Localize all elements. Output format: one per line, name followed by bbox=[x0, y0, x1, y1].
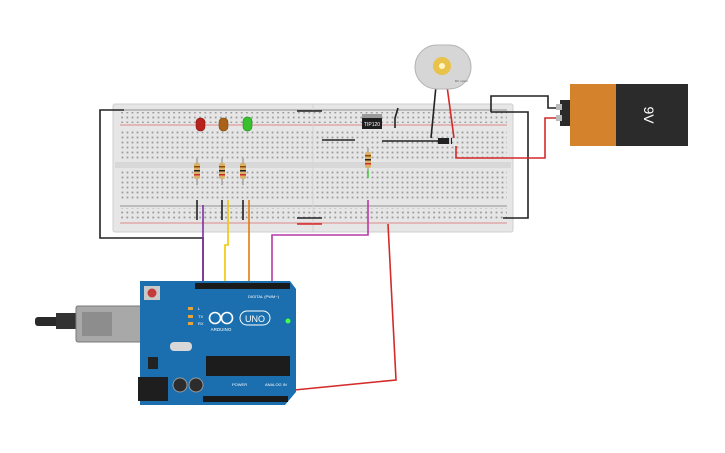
battery-label: 9V bbox=[641, 106, 657, 124]
arduino-uno: UNO ARDUINO DIGITAL (PWM~) L TX RX POWER… bbox=[35, 281, 296, 405]
digital-label: DIGITAL (PWM~) bbox=[248, 294, 280, 299]
tx-label: TX bbox=[198, 314, 203, 319]
resistor-3 bbox=[240, 158, 246, 185]
led-orange bbox=[218, 117, 229, 132]
wire-red-battery bbox=[455, 117, 560, 159]
wire-magenta bbox=[271, 200, 369, 288]
wire-motor-black bbox=[430, 85, 437, 139]
wire-yellow bbox=[224, 200, 229, 288]
resistors bbox=[194, 148, 371, 185]
wire-transistor-emitter bbox=[394, 107, 399, 128]
rx-label: RX bbox=[198, 321, 204, 326]
model-label: UNO bbox=[245, 314, 265, 324]
l-label: L bbox=[198, 306, 201, 311]
brand-label: ARDUINO bbox=[211, 327, 232, 332]
microcontroller-chip bbox=[206, 356, 290, 376]
transistor: TIP120 bbox=[362, 114, 382, 129]
wire-black-battery bbox=[490, 95, 560, 112]
power-label: POWER bbox=[232, 382, 247, 387]
power-jack bbox=[138, 377, 168, 401]
usb-cable bbox=[35, 317, 60, 326]
motor-label: DC motor bbox=[455, 79, 468, 83]
resistor-4 bbox=[365, 148, 371, 178]
wires bbox=[99, 85, 560, 394]
battery-9v: 9V bbox=[556, 84, 688, 146]
wire-motor-red bbox=[446, 85, 455, 139]
transistor-label: TIP120 bbox=[364, 122, 380, 128]
resistor-1 bbox=[194, 158, 200, 185]
resistor-2 bbox=[219, 158, 225, 185]
diode bbox=[438, 138, 452, 144]
analog-label: ANALOG IN bbox=[265, 382, 287, 387]
leds bbox=[195, 116, 253, 132]
wire-black-right bbox=[491, 111, 529, 219]
led-green bbox=[242, 116, 253, 132]
led-red bbox=[195, 117, 206, 132]
dc-motor: DC motor bbox=[414, 44, 472, 90]
breadboard bbox=[112, 103, 514, 233]
arduino-logo: UNO ARDUINO bbox=[208, 310, 271, 332]
